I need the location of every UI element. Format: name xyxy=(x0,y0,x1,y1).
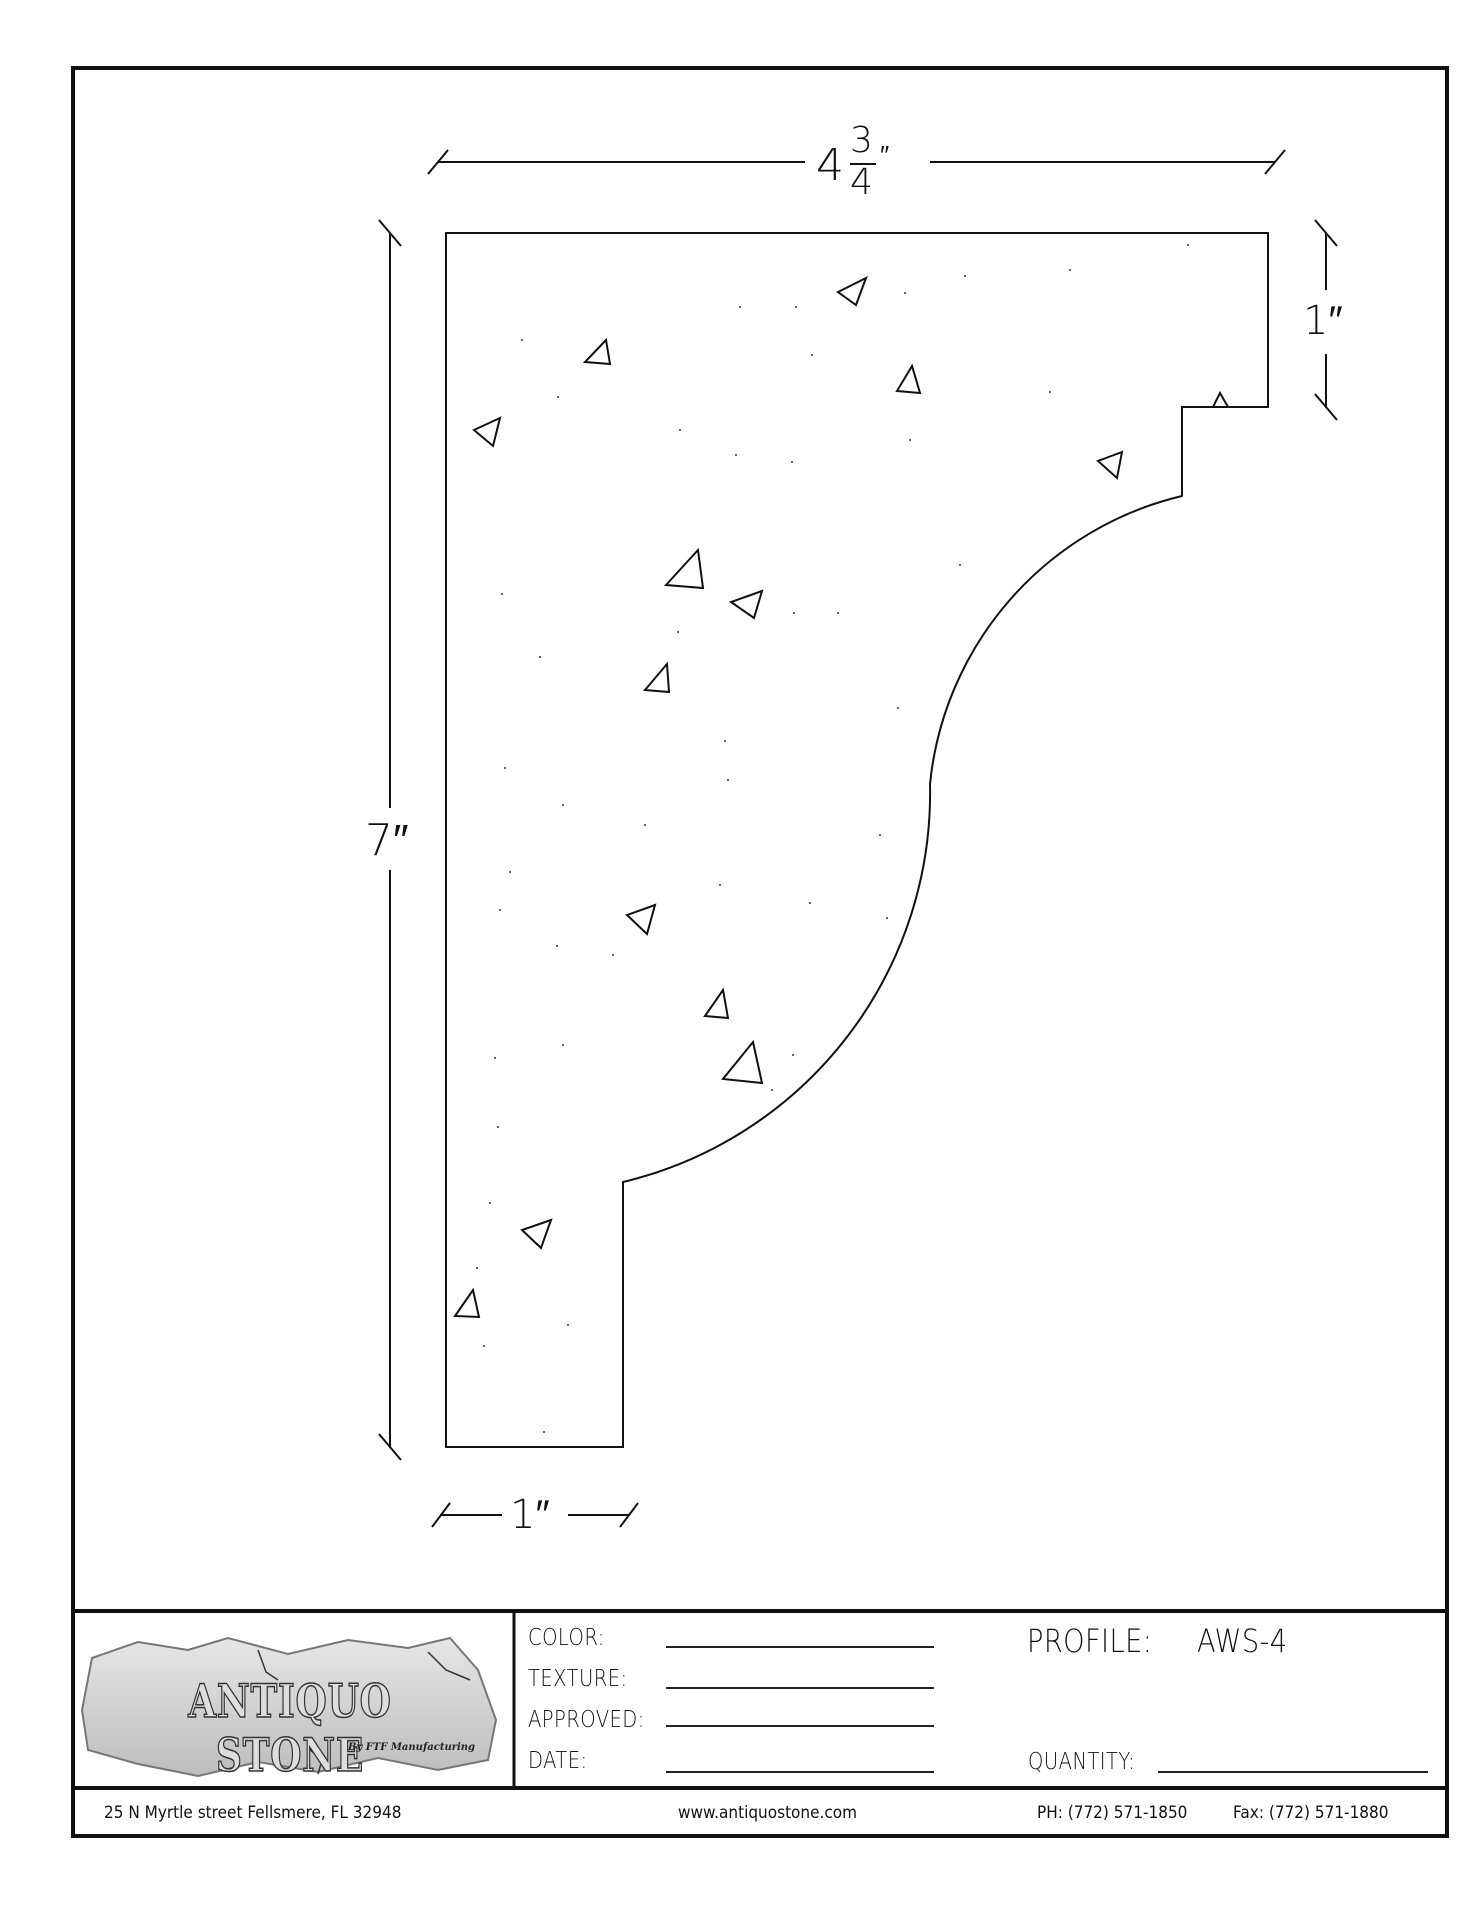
date-label: DATE: xyxy=(528,1748,588,1774)
logo-text: ANTIQUO STONE xyxy=(188,1673,392,1783)
date-field[interactable] xyxy=(666,1771,934,1773)
stone-texture-marks xyxy=(453,275,1230,1319)
profile-outline xyxy=(445,232,1269,1448)
company-website[interactable]: www.antiquostone.com xyxy=(678,1803,858,1823)
profile-label: PROFILE: xyxy=(1027,1622,1153,1660)
company-logo: ANTIQUO STONE By FTF Manufacturing xyxy=(78,1630,508,1783)
texture-field[interactable] xyxy=(666,1687,934,1689)
approved-field[interactable] xyxy=(666,1725,934,1727)
stone-texture-dots xyxy=(476,244,1189,1433)
company-address: 25 N Myrtle street Fellsmere, FL 32948 xyxy=(104,1803,402,1823)
top-step-dimension: 1″ xyxy=(1303,298,1343,344)
height-dimension: 7″ xyxy=(365,815,409,866)
width-dimension-unit: ″ xyxy=(880,141,890,171)
color-field[interactable] xyxy=(666,1646,934,1648)
width-dimension-whole: 4 xyxy=(816,140,844,191)
sheet-border xyxy=(71,66,1449,1838)
width-dimension-numerator: 3 xyxy=(850,120,873,161)
texture-label: TEXTURE: xyxy=(528,1666,628,1692)
bottom-step-dimension: 1″ xyxy=(510,1492,550,1538)
approved-label: APPROVED: xyxy=(528,1707,645,1733)
company-phone: PH: (772) 571-1850 xyxy=(1037,1803,1188,1823)
logo-subtext: By FTF Manufacturing xyxy=(348,1742,476,1753)
color-label: COLOR: xyxy=(528,1625,605,1651)
logo-stone-graphic xyxy=(80,1636,498,1778)
fraction-bar xyxy=(850,163,876,165)
dimension-lines xyxy=(378,149,1338,1528)
company-fax: Fax: (772) 571-1880 xyxy=(1233,1803,1389,1823)
quantity-field[interactable] xyxy=(1158,1771,1428,1773)
quantity-label: QUANTITY: xyxy=(1028,1749,1136,1775)
profile-value: AWS-4 xyxy=(1197,1622,1288,1660)
width-dimension-denominator: 4 xyxy=(850,162,873,203)
